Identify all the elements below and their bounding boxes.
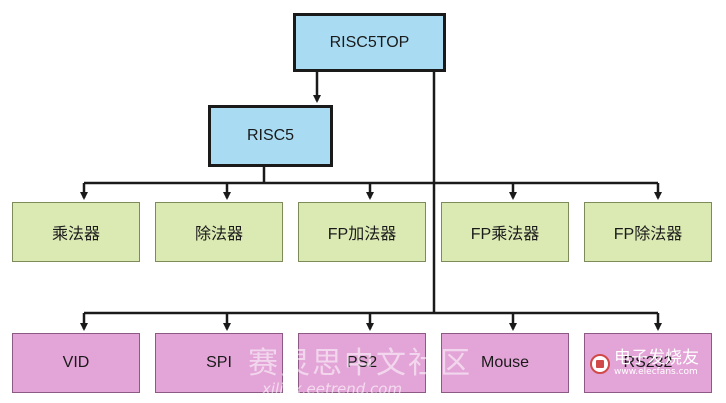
node-label: FP加法器 [327,226,397,243]
node-label: RISC5TOP [329,33,410,51]
node-label: RS232 [623,354,673,371]
node-ps2: PS2 [298,333,426,393]
node-label: VID [62,354,90,371]
node-label: Mouse [480,354,530,371]
node-vid: VID [12,333,140,393]
node-label: 除法器 [194,226,243,243]
node-rs232: RS232 [584,333,712,393]
node-fp-divider: FP除法器 [584,202,712,262]
node-label: FP除法器 [613,226,683,243]
node-spi: SPI [155,333,283,393]
node-fp-adder: FP加法器 [298,202,426,262]
node-risc5: RISC5 [208,105,333,167]
node-fp-multiplier: FP乘法器 [441,202,569,262]
node-divider: 除法器 [155,202,283,262]
node-risc5top: RISC5TOP [293,13,446,72]
node-label: PS2 [346,354,378,371]
node-multiplier: 乘法器 [12,202,140,262]
node-label: SPI [206,354,232,371]
node-label: RISC5 [246,127,295,144]
node-mouse: Mouse [441,333,569,393]
node-label: 乘法器 [51,226,100,243]
node-label: FP乘法器 [470,226,540,243]
